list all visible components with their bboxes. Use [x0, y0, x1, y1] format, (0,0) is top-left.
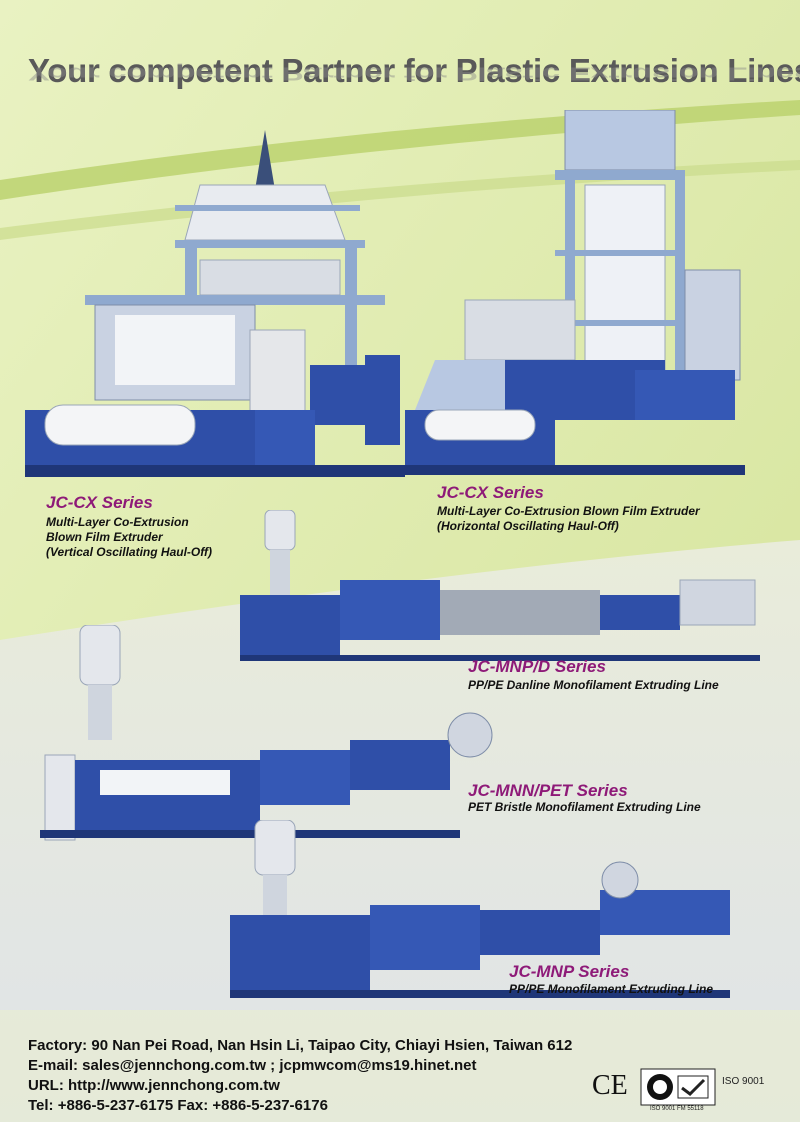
- pet-bristle-monofilament-line-image: [40, 625, 493, 841]
- series-desc-jc-cx-horizontal: Multi-Layer Co-Extrusion Blown Film Extr…: [437, 504, 700, 533]
- blown-film-machine-vertical-image: [25, 130, 405, 477]
- series-label-jc-cx-horizontal: JC-CX Series: [437, 483, 544, 502]
- factory-address: Factory: 90 Nan Pei Road, Nan Hsin Li, T…: [28, 1037, 573, 1054]
- website-url: URL: http://www.jennchong.com.tw: [28, 1077, 280, 1094]
- series-label-jc-mnp: JC-MNP Series: [509, 962, 630, 981]
- blown-film-machine-horizontal-image: [405, 110, 745, 475]
- email-address: E-mail: sales@jennchong.com.tw ; jcpmwco…: [28, 1057, 477, 1074]
- phone-fax: Tel: +886-5-237-6175 Fax: +886-5-237-617…: [28, 1097, 328, 1114]
- series-label-jc-mnp-d: JC-MNP/D Series: [468, 657, 606, 676]
- series-desc-jc-mnn-pet: PET Bristle Monofilament Extruding Line: [468, 800, 701, 814]
- headline-reflection: Your competent Partner for Plastic Extru…: [28, 63, 800, 84]
- contact-info: Factory: 90 Nan Pei Road, Nan Hsin Li, T…: [28, 1036, 572, 1116]
- ce-mark-icon: CE: [592, 1070, 628, 1101]
- iso-cert-number: ISO 9001 FM 55118: [650, 1106, 704, 1112]
- series-desc-jc-cx-vertical: Multi-Layer Co-Extrusion Blown Film Extr…: [46, 515, 213, 559]
- certification-seal-icon: [640, 1068, 716, 1106]
- series-label-jc-mnn-pet: JC-MNN/PET Series: [468, 781, 628, 800]
- pp-pe-monofilament-line-image: [230, 820, 730, 998]
- series-label-jc-cx-vertical: JC-CX Series: [46, 493, 153, 512]
- iso-label: ISO 9001: [722, 1076, 765, 1087]
- series-desc-jc-mnp: PP/PE Monofilament Extruding Line: [509, 982, 714, 996]
- danline-monofilament-line-image: [240, 510, 760, 661]
- series-desc-jc-mnp-d: PP/PE Danline Monofilament Extruding Lin…: [468, 678, 719, 692]
- headline: Your competent Partner for Plastic Extru…: [28, 52, 800, 89]
